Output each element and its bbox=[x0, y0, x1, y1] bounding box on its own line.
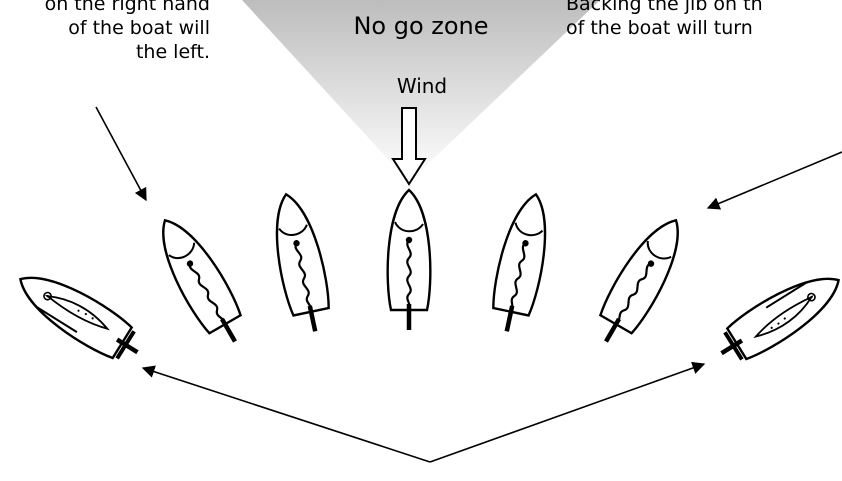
boat-left-close-hauled bbox=[147, 210, 254, 353]
right-caption-line: of the boat will turn bbox=[566, 17, 753, 39]
right-caption-line: Backing the jib on th bbox=[566, 0, 763, 15]
left-caption-line: of the boat will bbox=[68, 17, 210, 39]
callout-arrow-lower-right bbox=[429, 361, 706, 463]
wind-arrow bbox=[391, 107, 427, 186]
callout-arrow-upper-left bbox=[95, 106, 147, 202]
wind-label: Wind bbox=[396, 74, 448, 98]
callout-arrow-upper-right bbox=[706, 151, 842, 210]
boat-right-beam-reach bbox=[710, 262, 842, 371]
boat-right-pinching bbox=[486, 190, 557, 336]
left-caption: on the right hand of the boat will the l… bbox=[45, 0, 210, 64]
no-go-zone-label: No go zone bbox=[353, 12, 489, 40]
callout-arrow-lower-left bbox=[141, 365, 431, 463]
boat-left-pinching bbox=[265, 190, 336, 336]
left-caption-line: on the right hand bbox=[44, 0, 210, 15]
boat-right-close-hauled bbox=[588, 210, 695, 353]
left-caption-line: the left. bbox=[135, 41, 210, 63]
callout-arrows bbox=[95, 106, 842, 463]
boat-left-beam-reach bbox=[9, 261, 149, 370]
no-go-zone-wedge bbox=[242, 0, 600, 182]
right-caption: Backing the jib on th of the boat will t… bbox=[566, 0, 763, 40]
boat-head-to-wind bbox=[388, 190, 431, 330]
